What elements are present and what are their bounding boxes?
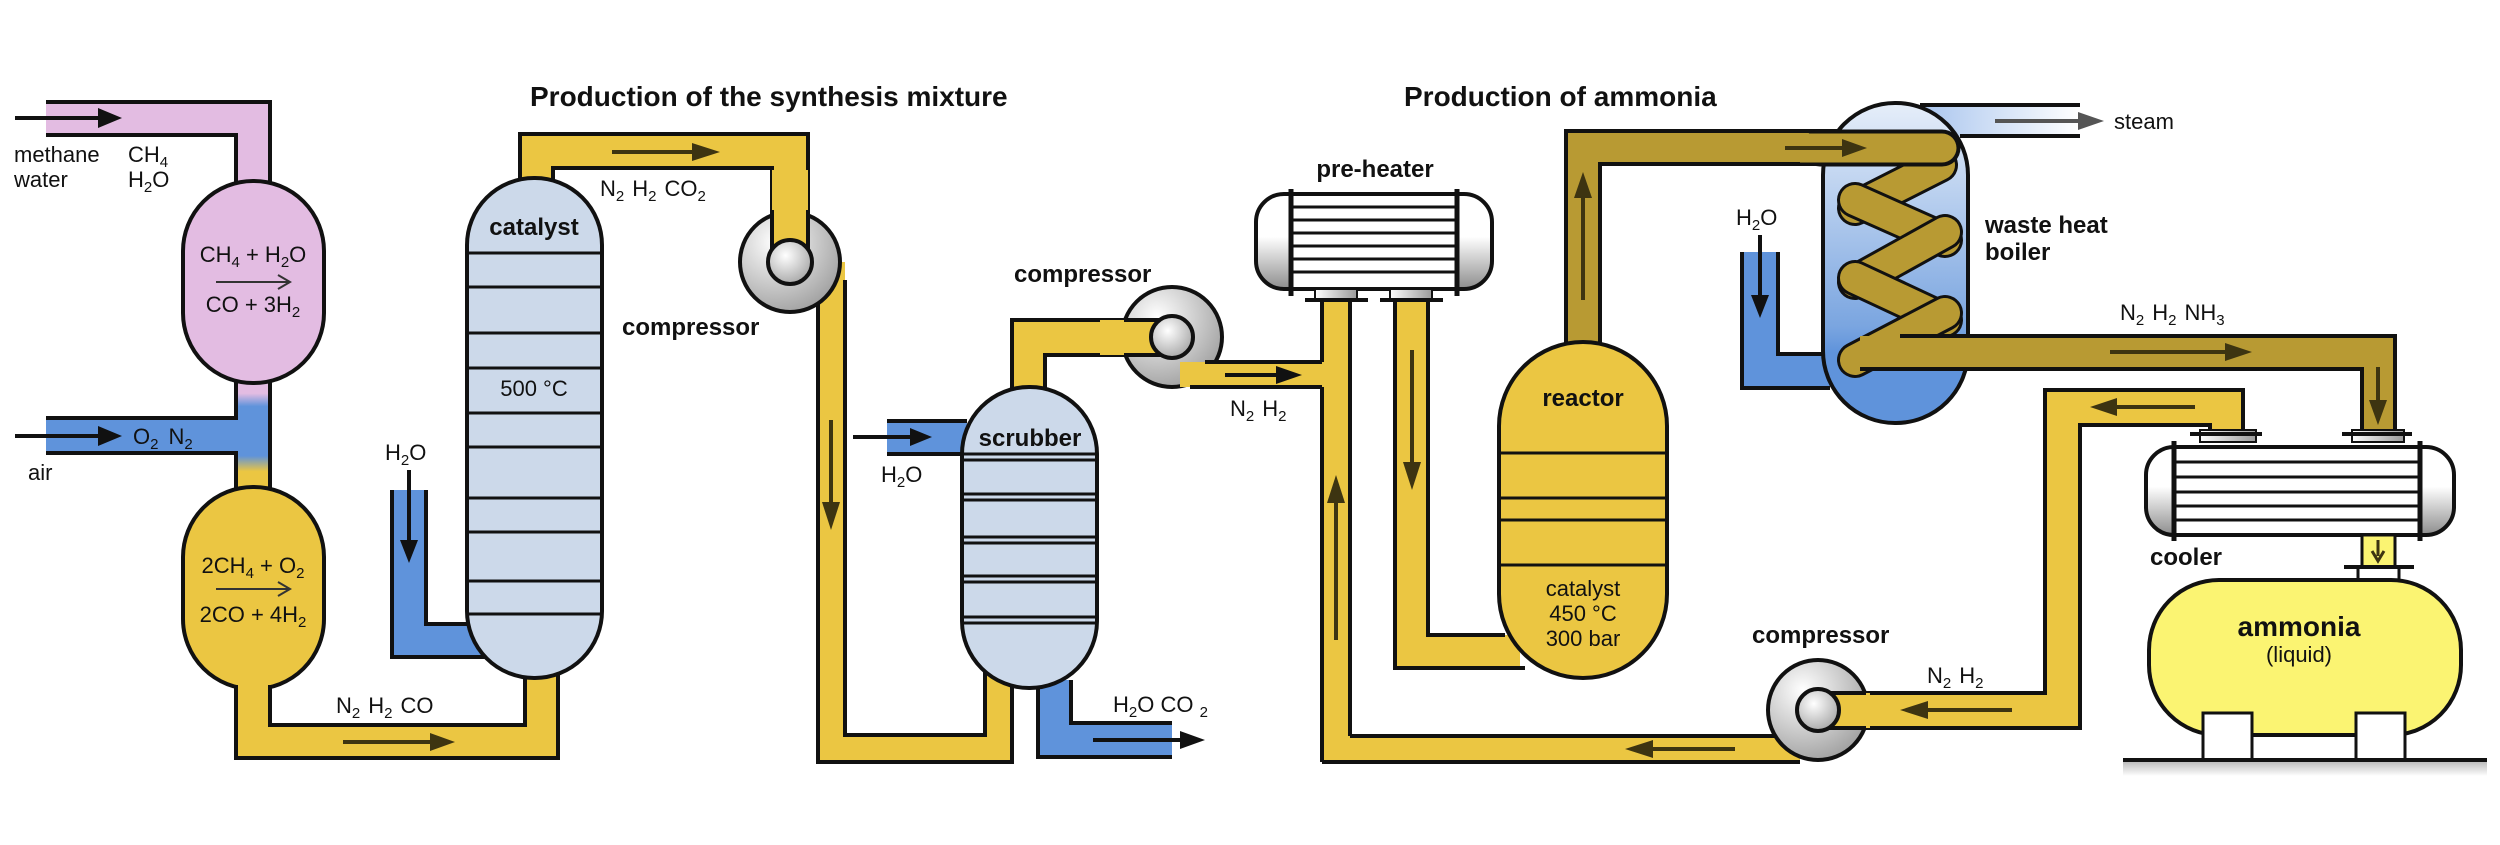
pipe-boiler-to-cooler — [1860, 334, 2397, 430]
partial-oxidation-products: 2CO + 4H2 — [200, 602, 307, 631]
catalyst-water-label: H2O — [385, 440, 426, 469]
water-label: water — [13, 167, 68, 192]
title-synthesis-mixture: Production of the synthesis mixture — [530, 81, 1008, 112]
scrubber-waste-label: H2O CO 2 — [1113, 692, 1208, 721]
air-feed-arrow — [15, 426, 122, 446]
waste-heat-boiler: waste heat boiler — [1785, 101, 2108, 425]
scrubber-label: scrubber — [979, 425, 1082, 452]
ammonia-tank-label: ammonia — [2238, 611, 2361, 642]
methane-feed-arrow — [15, 108, 122, 128]
catalyst-column-temperature: 500 °C — [500, 376, 568, 401]
steam-reformer-products: CO + 3H2 — [206, 292, 301, 321]
reactor-vessel: reactor catalyst 450 °C 300 bar — [1497, 340, 1669, 680]
steam-outlet-pipe — [1920, 103, 2104, 138]
pre-heater-label: pre-heater — [1316, 156, 1433, 183]
boiler-water-arrow — [1751, 235, 1769, 318]
reactor-pressure: 300 bar — [1546, 626, 1621, 651]
steam-reformer-vessel: CH4 + H2O CO + 3H2 — [181, 179, 326, 385]
air-label: air — [28, 460, 52, 485]
compressor-2-label: compressor — [1014, 261, 1151, 288]
scrubber-water-label: H2O — [881, 462, 922, 491]
boiler-label-line1: waste heat — [1984, 212, 2108, 239]
scrubber-water-arrow — [853, 428, 932, 446]
partial-oxidation-vessel: 2CH4 + O2 2CO + 4H2 — [181, 485, 326, 691]
scrubber-waste-arrow — [1093, 731, 1205, 749]
scrubber-vessel: scrubber — [960, 385, 1099, 690]
compressor-hub-icon — [1795, 687, 1841, 733]
ammonia-storage-tank: ammonia (liquid) — [2123, 578, 2487, 776]
syngas-pipe-to-catalyst — [234, 670, 560, 760]
title-ammonia-production: Production of ammonia — [1404, 81, 1717, 112]
steam-reformer-reactants: CH4 + H2O — [200, 242, 307, 271]
water-down-arrow — [400, 470, 418, 563]
pipe-cooler-to-compressor — [1830, 388, 2245, 730]
methane-formula: CH4 — [128, 142, 168, 171]
reactor-label: reactor — [1542, 385, 1623, 412]
compressor-hub-icon — [1149, 314, 1195, 360]
steam-label: steam — [2114, 109, 2174, 134]
cooler: cooler — [2144, 429, 2456, 571]
ammonia-tank-state: (liquid) — [2266, 642, 2332, 667]
pipe-cooler-to-tank — [2344, 533, 2414, 583]
water-formula: H2O — [128, 167, 169, 196]
tank-support-left — [2201, 711, 2254, 763]
boiler-water-label: H2O — [1736, 205, 1777, 234]
reactor-temperature: 450 °C — [1549, 601, 1617, 626]
pre-heater: pre-heater — [1254, 156, 1494, 302]
compressor-3[interactable] — [1766, 658, 1870, 762]
methane-water-feed-pipe — [46, 100, 272, 200]
pipe-compressor-to-preheater — [1180, 360, 1330, 389]
ground-shadow — [2123, 762, 2487, 776]
catalyst-column-label: catalyst — [489, 214, 578, 241]
compressor-1[interactable] — [738, 170, 842, 314]
scrubber-water-in-pipe — [887, 419, 967, 456]
methane-label: methane — [14, 142, 100, 167]
compressor-3-label: compressor — [1752, 622, 1889, 649]
reaction-arrow-icon — [216, 274, 292, 290]
pipe-compressor-to-scrubber — [816, 262, 1014, 764]
scrubber-waste-pipe — [1036, 680, 1172, 759]
recycle-loop-pipe — [1320, 300, 1800, 764]
compressor-1-label: compressor — [622, 314, 759, 341]
catalyst-column: catalyst 500 °C — [465, 176, 604, 680]
compressor-hub-icon — [766, 238, 814, 286]
reaction-arrow-icon — [216, 581, 292, 597]
mixing-pipe — [234, 370, 272, 500]
pipe-preheater-to-reactor — [1393, 300, 1525, 670]
partial-oxidation-reactants: 2CH4 + O2 — [202, 553, 305, 582]
boiler-water-pipe — [1740, 252, 1830, 390]
tank-support-right — [2354, 711, 2407, 763]
reactor-catalyst-label: catalyst — [1546, 576, 1621, 601]
cooler-label: cooler — [2150, 544, 2222, 571]
boiler-label-line2: boiler — [1985, 239, 2050, 266]
